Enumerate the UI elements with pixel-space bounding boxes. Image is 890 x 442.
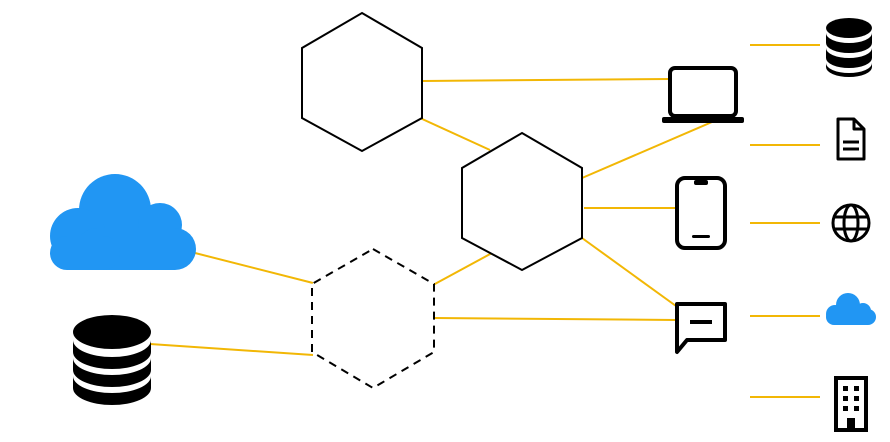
hexagon-center	[461, 131, 583, 272]
globe-icon	[831, 203, 871, 243]
edge-hexcenter-chat	[581, 237, 677, 307]
smartphone-icon	[675, 176, 727, 250]
hexagon-top	[301, 11, 423, 153]
edge-hextop-laptop	[422, 78, 671, 82]
edge-cloud-hexdashed	[194, 252, 314, 284]
edge-hexdashed-chat	[434, 317, 677, 321]
edge-hexcenter-laptop	[581, 121, 713, 179]
database-icon	[826, 18, 872, 77]
edge-database-hexdashed	[149, 343, 314, 356]
database-icon	[73, 315, 151, 405]
building-icon	[834, 376, 868, 432]
connector-lines	[149, 44, 820, 398]
chat-icon	[675, 302, 727, 354]
edge-hextop-hexcenter	[419, 117, 491, 151]
cloud-icon	[826, 293, 876, 325]
document-icon	[836, 117, 866, 161]
cloud-icon	[50, 174, 196, 270]
edge-hexcenter-hexdashed	[432, 252, 493, 286]
hexagon-dashed	[311, 247, 435, 390]
laptop-icon	[662, 66, 744, 123]
